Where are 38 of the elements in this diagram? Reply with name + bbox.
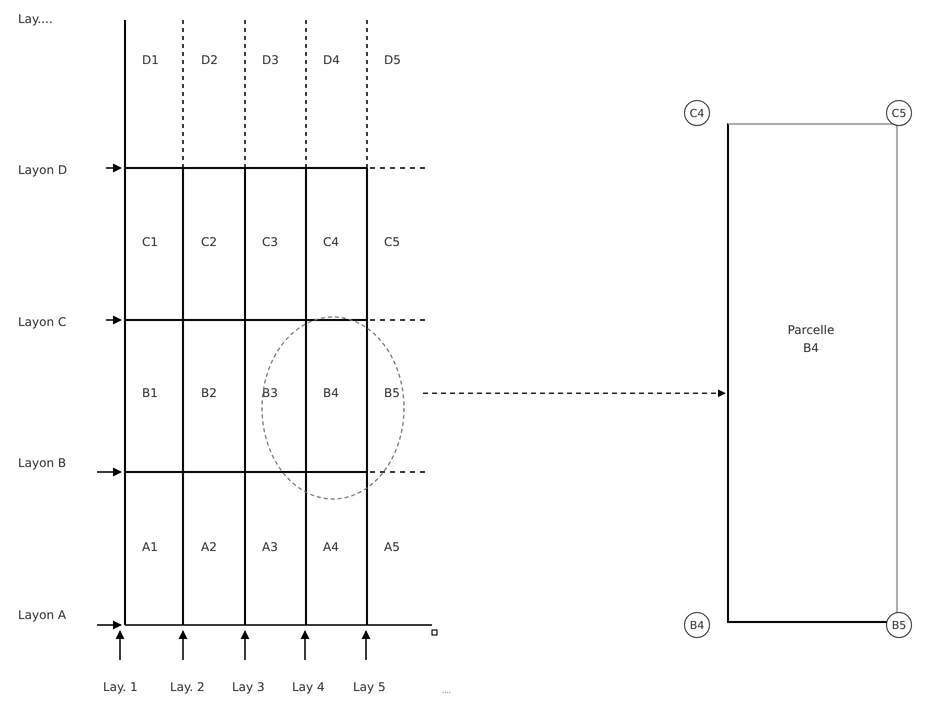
plot-label: A5	[384, 540, 400, 554]
plot-label: D3	[262, 53, 279, 67]
column-label: Lay 3	[232, 680, 265, 694]
column-label: Lay 5	[353, 680, 386, 694]
ellipsis-text: Lay....	[18, 12, 53, 26]
plot-label: A2	[201, 540, 217, 554]
corner-marker: C5	[886, 100, 912, 126]
corner-marker: B4	[684, 612, 710, 638]
row-label: Layon A	[18, 608, 66, 622]
plot-label: B4	[323, 386, 339, 400]
dashed-ellipse	[261, 316, 405, 500]
column-label: Lay 4	[292, 680, 325, 694]
plot-label: A4	[323, 540, 339, 554]
plot-label: D2	[201, 53, 218, 67]
plot-label: D5	[384, 53, 401, 67]
plot-label: C3	[262, 235, 278, 249]
plot-label: B5	[384, 386, 400, 400]
plot-label: B1	[142, 386, 158, 400]
row-label: Layon B	[18, 456, 66, 470]
plot-label: B3	[262, 386, 278, 400]
arrow	[423, 389, 726, 398]
plot-label: C4	[323, 235, 340, 249]
plot-label: C1	[142, 235, 158, 249]
plot-name: Parcelle B4	[786, 322, 836, 357]
corner-marker: B5	[886, 612, 912, 638]
row-label: Layon C	[18, 315, 66, 329]
plot-label: A3	[262, 540, 278, 554]
corner-marker: C4	[684, 100, 710, 126]
plot-label: C2	[201, 235, 218, 249]
row-label: Layon D	[18, 163, 68, 177]
plot-label: A1	[142, 540, 158, 554]
plot-rectangle	[727, 123, 898, 623]
plot-label: D4	[323, 53, 340, 67]
plot-label: C5	[384, 235, 400, 249]
plot-label: D1	[142, 53, 159, 67]
column-label: Lay. 2	[170, 680, 205, 694]
column-label: Lay. 1	[103, 680, 138, 694]
plot-label: B2	[201, 386, 217, 400]
